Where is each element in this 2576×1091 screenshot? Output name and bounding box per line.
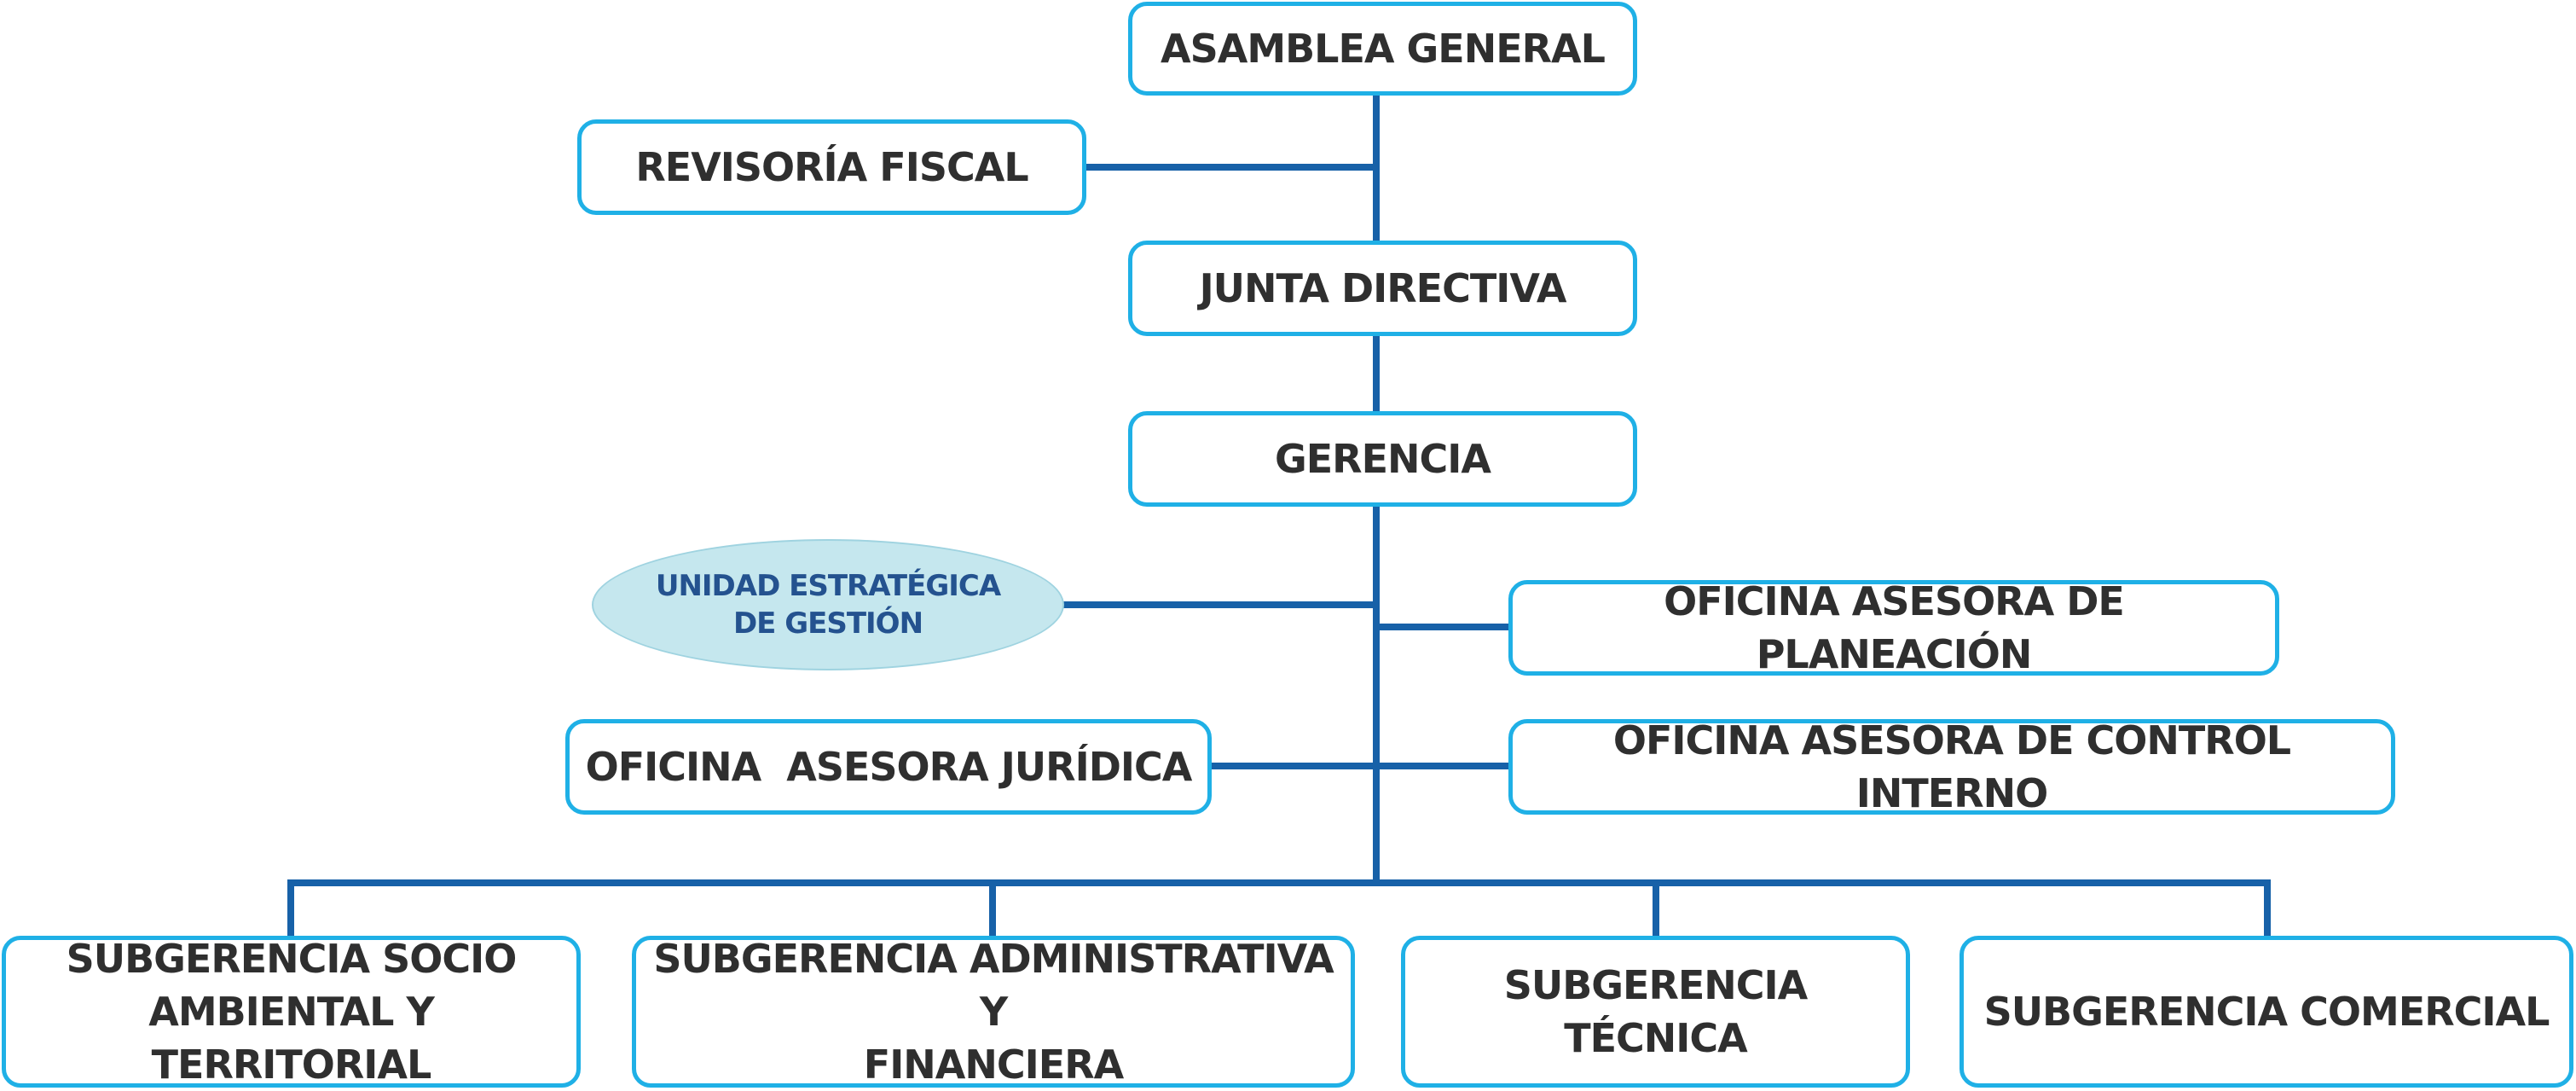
node-subgerencia-socio-ambiental: SUBGERENCIA SOCIO AMBIENTAL Y TERRITORIA…	[2, 936, 581, 1088]
node-label: GERENCIA	[1275, 435, 1491, 482]
node-subgerencia-administrativa: SUBGERENCIA ADMINISTRATIVA Y FINANCIERA	[632, 936, 1355, 1088]
node-label: ASAMBLEA GENERAL	[1161, 25, 1606, 72]
node-asamblea-general: ASAMBLEA GENERAL	[1128, 2, 1637, 96]
node-label: JUNTA DIRECTIVA	[1199, 264, 1567, 311]
node-label: SUBGERENCIA COMERCIAL	[1983, 988, 2550, 1035]
node-label: SUBGERENCIA TÉCNICA	[1503, 961, 1809, 1061]
node-label-line-2: AMBIENTAL Y TERRITORIAL	[148, 988, 435, 1088]
node-oficina-planeacion: OFICINA ASESORA DE PLANEACIÓN	[1508, 578, 2279, 677]
node-junta-directiva: JUNTA DIRECTIVA	[1128, 241, 1637, 336]
node-gerencia: GERENCIA	[1128, 411, 1637, 507]
node-oficina-control-interno: OFICINA ASESORA DE CONTROL INTERNO	[1508, 717, 2395, 816]
node-label: OFICINA ASESORA JURÍDICA	[585, 743, 1193, 790]
node-subgerencia-comercial: SUBGERENCIA COMERCIAL	[1959, 936, 2573, 1088]
node-label-line-2: DE GESTIÓN	[732, 606, 923, 641]
node-revisoria-fiscal: REVISORÍA FISCAL	[577, 119, 1086, 215]
node-unidad-estrategica: UNIDAD ESTRATÉGICA DE GESTIÓN	[592, 539, 1064, 670]
node-label-line-2: FINANCIERA	[863, 1042, 1124, 1088]
node-subgerencia-tecnica: SUBGERENCIA TÉCNICA	[1401, 936, 1910, 1088]
node-label-line-1: SUBGERENCIA SOCIO	[66, 935, 518, 982]
node-label: OFICINA ASESORA DE PLANEACIÓN	[1664, 577, 2125, 677]
node-label: OFICINA ASESORA DE CONTROL INTERNO	[1612, 717, 2291, 816]
node-label-line-1: SUBGERENCIA ADMINISTRATIVA Y	[653, 935, 1334, 1035]
node-oficina-juridica: OFICINA ASESORA JURÍDICA	[565, 719, 1212, 815]
node-label-line-1: UNIDAD ESTRATÉGICA	[655, 568, 1001, 603]
node-label: REVISORÍA FISCAL	[635, 143, 1028, 190]
